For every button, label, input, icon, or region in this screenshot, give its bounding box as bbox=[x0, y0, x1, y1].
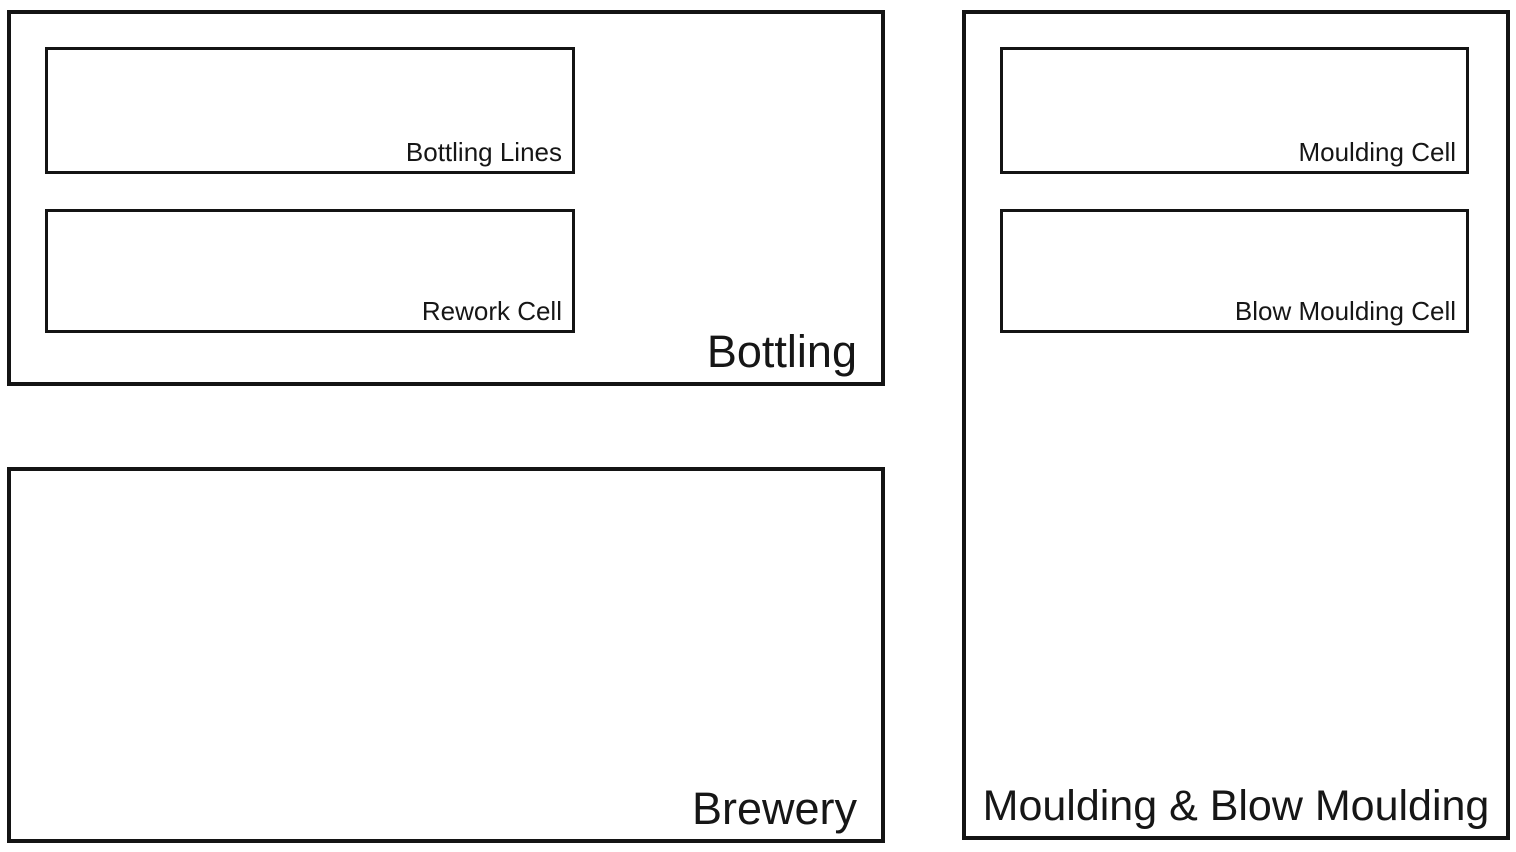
area-moulding-and-blow-moulding-label: Moulding & Blow Moulding bbox=[982, 782, 1490, 830]
cell-bottling-lines: Bottling Lines bbox=[45, 47, 575, 174]
cell-rework: Rework Cell bbox=[45, 209, 575, 333]
cell-blow-moulding-label: Blow Moulding Cell bbox=[1234, 296, 1456, 326]
area-brewery: Brewery bbox=[7, 467, 885, 843]
area-bottling: Bottling Lines Rework Cell Bottling bbox=[7, 10, 885, 386]
cell-moulding-label: Moulding Cell bbox=[1298, 137, 1456, 167]
area-moulding-and-blow-moulding: Moulding Cell Blow Moulding Cell Mouldin… bbox=[962, 10, 1510, 840]
cell-moulding: Moulding Cell bbox=[1000, 47, 1469, 174]
cell-blow-moulding: Blow Moulding Cell bbox=[1000, 209, 1469, 333]
cell-rework-label: Rework Cell bbox=[421, 296, 562, 326]
area-brewery-label: Brewery bbox=[691, 783, 857, 834]
cell-bottling-lines-label: Bottling Lines bbox=[405, 137, 562, 167]
area-bottling-label: Bottling bbox=[706, 326, 857, 377]
